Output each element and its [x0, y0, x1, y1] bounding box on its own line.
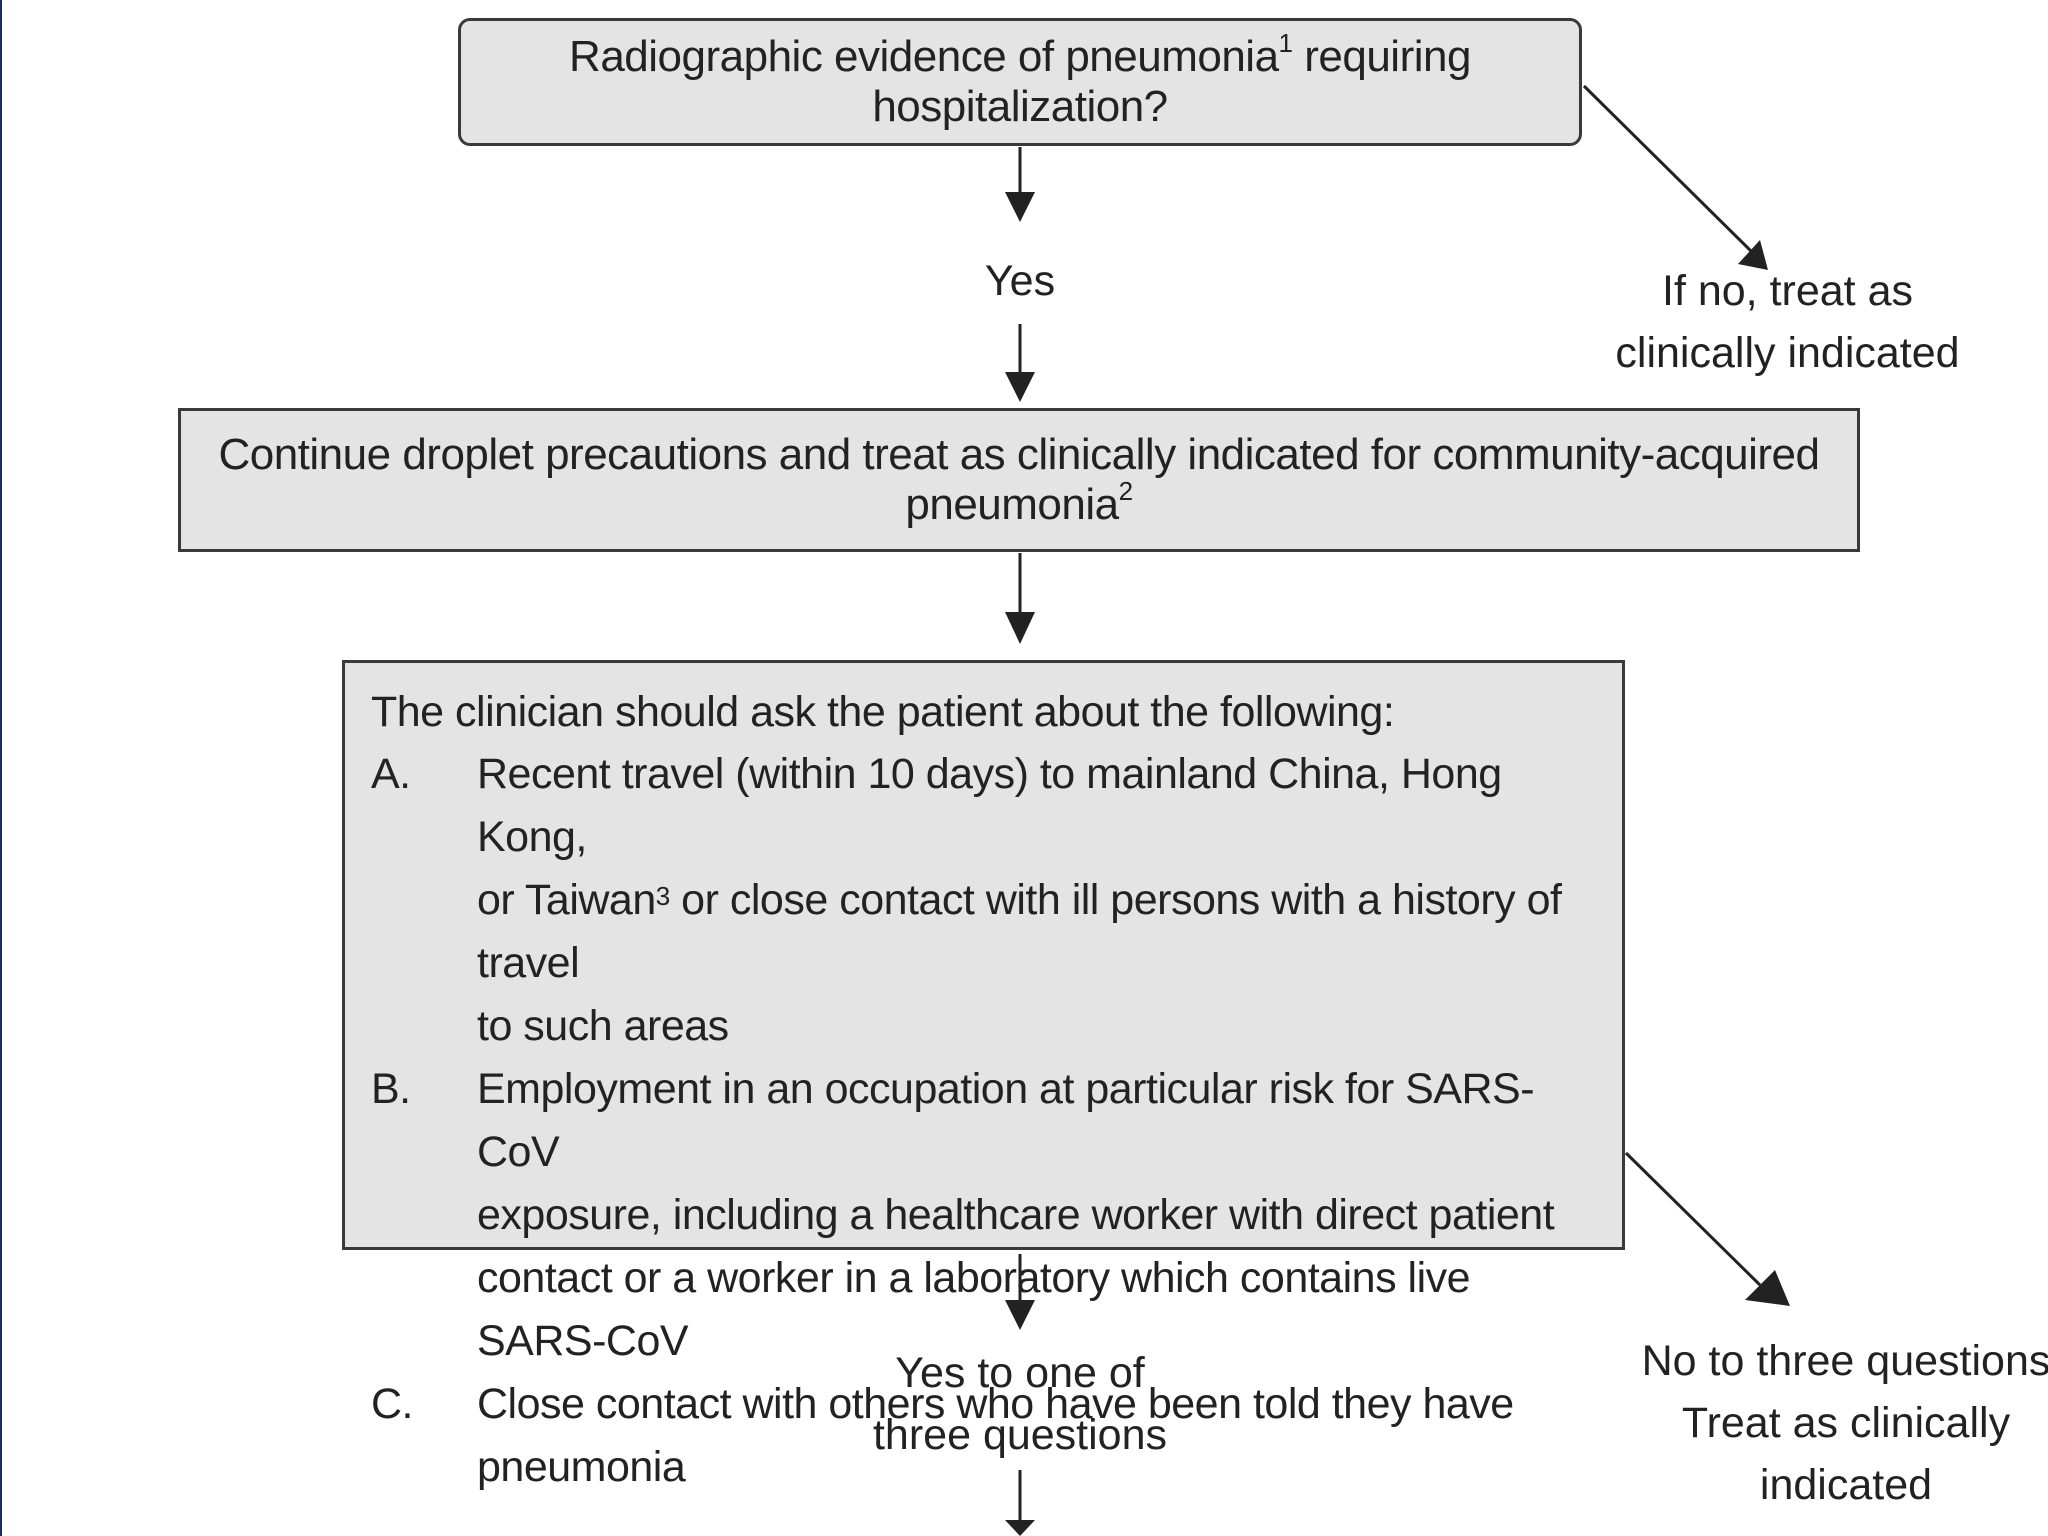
frame-border — [0, 0, 2, 1536]
droplet-precautions-text: Continue droplet precautions and treat a… — [218, 430, 1820, 529]
pneumonia-question-box: Radiographic evidence of pneumonia1 requ… — [458, 18, 1582, 146]
question-text: Recent travel (within 10 days) to mainla… — [477, 750, 1562, 1050]
no-to-three-label: No to three questions Treat as clinicall… — [1641, 1337, 2048, 1509]
yes-label: Yes — [984, 257, 1056, 305]
arrowhead-yes-one — [1005, 1300, 1035, 1330]
question-item-b: B. Employment in an occupation at partic… — [371, 1058, 1598, 1373]
question-item-c: C. Close contact with others who have be… — [371, 1373, 1598, 1499]
question-letter: A. — [371, 750, 411, 798]
arrow-to-no-three — [1624, 1151, 1762, 1287]
arrowhead-questions — [1005, 612, 1035, 644]
no-outcome-label: If no, treat as clinically indicated — [1615, 267, 1960, 377]
droplet-precautions-box: Continue droplet precautions and treat a… — [178, 408, 1860, 552]
question-item-a: A. Recent travel (within 10 days) to mai… — [371, 743, 1598, 1058]
yes-to-one-label: Yes to one of three questions — [872, 1349, 1168, 1459]
clinician-questions-box: The clinician should ask the patient abo… — [342, 660, 1625, 1491]
question-text: Close contact with others who have been … — [477, 1380, 1514, 1491]
arrow-to-no-outcome — [1582, 84, 1757, 257]
question-text: Employment in an occupation at particula… — [477, 1065, 1555, 1365]
arrowhead-no-outcome — [1738, 240, 1768, 270]
questions-intro: The clinician should ask the patient abo… — [371, 688, 1395, 736]
arrowhead-droplet — [1005, 372, 1035, 402]
arrowhead-no-three — [1745, 1270, 1790, 1306]
arrowhead-continue — [1005, 1520, 1035, 1536]
arrowhead-yes — [1005, 192, 1035, 222]
question-letter: C. — [371, 1380, 414, 1428]
question-letter: B. — [371, 1065, 411, 1113]
pneumonia-question-text: Radiographic evidence of pneumonia1 requ… — [569, 28, 1471, 131]
